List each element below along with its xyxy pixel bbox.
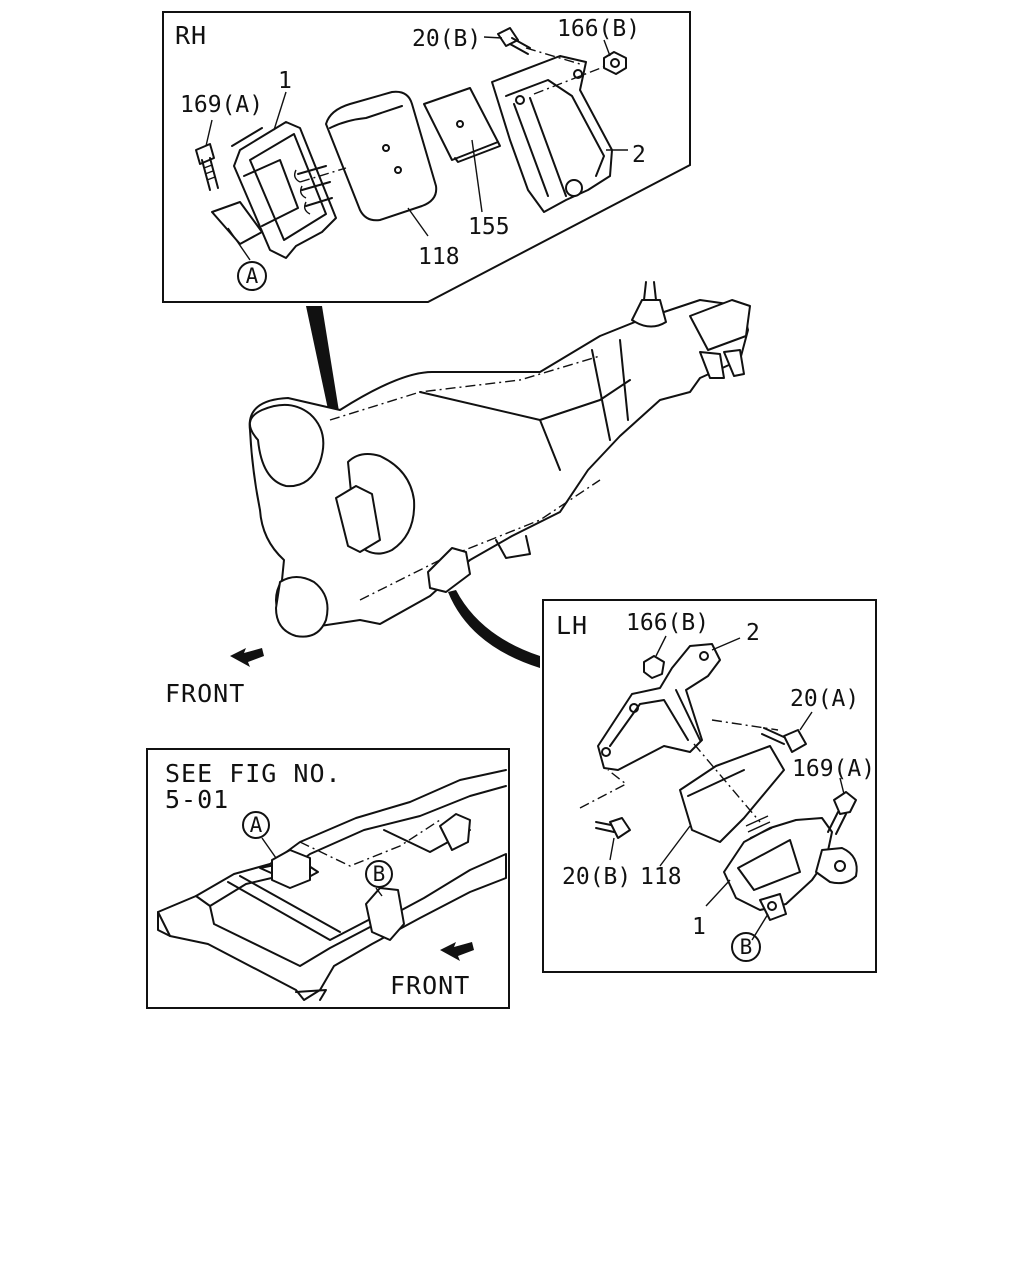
front-arrow-icon <box>230 648 264 667</box>
lh-pointer <box>448 590 540 668</box>
lh-ref-b-circle <box>731 932 761 962</box>
rh-bracket-1 <box>211 121 337 259</box>
rh-ref-a-circle <box>237 261 267 291</box>
frame-reference-panel: SEE FIG NO. 5-01 A B FRONT <box>146 748 510 1009</box>
rh-bolt-169a <box>195 143 219 191</box>
chassis-frame <box>157 769 507 1001</box>
rh-mount-panel: RH <box>162 11 691 303</box>
rh-plate-155 <box>423 87 501 163</box>
rh-bracket-2 <box>491 55 613 213</box>
see-fig-line1: SEE FIG NO. <box>165 759 342 788</box>
lh-nut-166b <box>643 655 665 679</box>
rh-label-118: 118 <box>418 244 460 270</box>
lh-mount-panel: LH <box>542 599 877 973</box>
rh-label-169a: 169(A) <box>180 92 263 118</box>
rh-insulator-118 <box>325 90 438 222</box>
lh-bolt-20b <box>595 817 631 839</box>
lh-bolt-20a <box>761 727 807 753</box>
rh-ref-a-letter: A <box>246 264 259 288</box>
rh-panel-title: RH <box>175 21 207 50</box>
lh-bracket-2 <box>597 643 721 771</box>
rh-label-2: 2 <box>632 142 646 168</box>
see-fig-line2: 5-01 <box>165 785 229 814</box>
rh-label-155: 155 <box>468 214 510 240</box>
lh-label-118: 118 <box>640 864 682 890</box>
lh-label-169a: 169(A) <box>792 756 875 782</box>
lh-label-1: 1 <box>692 914 706 940</box>
lh-label-2: 2 <box>746 620 760 646</box>
lh-label-20a: 20(A) <box>790 686 859 712</box>
lh-insulator-118 <box>679 745 785 843</box>
lh-label-20b: 20(B) <box>562 864 631 890</box>
rh-label-20b: 20(B) <box>412 26 481 52</box>
lh-label-166b: 166(B) <box>626 610 709 636</box>
rh-bolt-20b <box>497 27 531 55</box>
lh-ref-b-letter: B <box>740 935 753 959</box>
frame-ref-b-letter: B <box>373 862 386 886</box>
frame-front-arrow-icon <box>440 942 474 961</box>
rh-nut-166b <box>603 51 627 75</box>
frame-front-label: FRONT <box>390 971 470 1000</box>
lh-bracket-1 <box>723 815 858 921</box>
frame-ref-a-circle <box>242 811 270 839</box>
rh-label-166b: 166(B) <box>557 16 640 42</box>
frame-ref-a-letter: A <box>250 813 263 837</box>
engine-front-indicator: FRONT <box>165 648 264 708</box>
engine-transmission <box>248 281 751 638</box>
lh-panel-title: LH <box>556 611 588 640</box>
frame-ref-b-circle <box>365 860 393 888</box>
engine-front-label: FRONT <box>165 679 245 708</box>
rh-label-1: 1 <box>278 68 292 94</box>
